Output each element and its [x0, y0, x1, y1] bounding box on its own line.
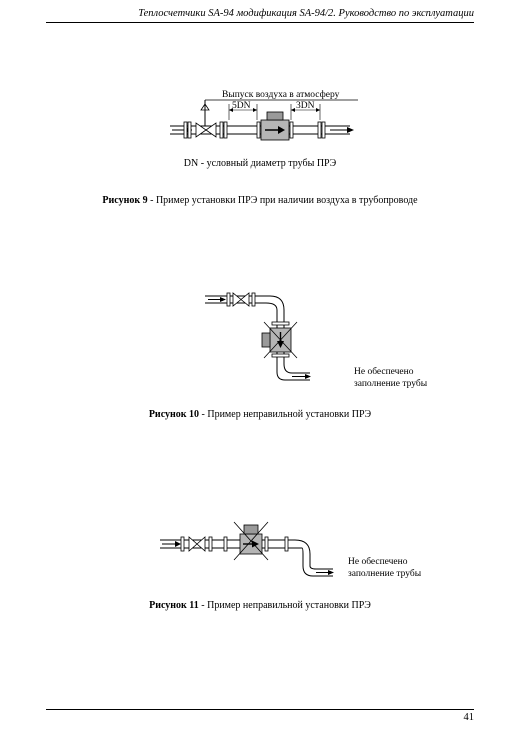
figure-11-note-line2: заполнение трубы: [348, 568, 422, 579]
shutoff-valve-icon: [232, 292, 242, 307]
figure-10-note-line2: заполнение трубы: [354, 378, 428, 389]
figure-11-note-line1: Не обеспечено: [348, 556, 408, 567]
flow-out-arrow-icon: [305, 374, 311, 379]
figure-11-caption: Рисунок 11 - Пример неправильной установ…: [0, 600, 520, 611]
figure-9-diagram: Выпуск воздуха в атмосферу 5DN 3DN: [170, 89, 358, 141]
figure-9-caption-number: Рисунок 9: [102, 195, 148, 206]
figure-11-caption-text: - Пример неправильной установки ПРЭ: [198, 600, 371, 611]
figure-10-caption-text: - Пример неправильной установки ПРЭ: [199, 409, 372, 420]
downstream-3dn-label: 3DN: [296, 101, 315, 111]
flow-out-arrow-icon: [328, 570, 334, 575]
flow-in-arrow-icon: [220, 297, 226, 302]
figure-9-caption: Рисунок 9 - Пример установки ПРЭ при нал…: [0, 195, 520, 206]
figure-10-caption-number: Рисунок 10: [148, 409, 200, 420]
figure-9-dn-note: DN - условный диаметр трубы ПРЭ: [183, 158, 337, 169]
figure-9-caption-text: - Пример установки ПРЭ при наличии возду…: [147, 195, 418, 206]
page-header: Теплосчетчики SA-94 модификация SA-94/2.…: [46, 8, 474, 23]
figure-11-diagram: Не обеспечено заполнение трубы: [160, 521, 422, 579]
figure-11-caption-number: Рисунок 11: [149, 600, 199, 611]
footer-rule: [46, 709, 474, 710]
figure-10-diagram: Не обеспечено заполнение трубы: [205, 292, 428, 389]
shutoff-valve-icon: [195, 122, 207, 138]
shutoff-valve-icon: [188, 536, 198, 552]
figure-10-caption: Рисунок 10 - Пример неправильной установ…: [0, 409, 520, 420]
flow-in-arrow-icon: [175, 541, 181, 547]
upstream-5dn-label: 5DN: [232, 101, 251, 111]
air-release-label: Выпуск воздуха в атмосферу: [222, 89, 340, 100]
header-title: Теплосчетчики SA-94 модификация SA-94/2.…: [138, 8, 474, 19]
page-number: 41: [463, 712, 475, 723]
figure-10-note-line1: Не обеспечено: [354, 366, 414, 377]
flow-out-arrow-icon: [347, 127, 354, 133]
vent-valve-icon: [200, 103, 210, 111]
